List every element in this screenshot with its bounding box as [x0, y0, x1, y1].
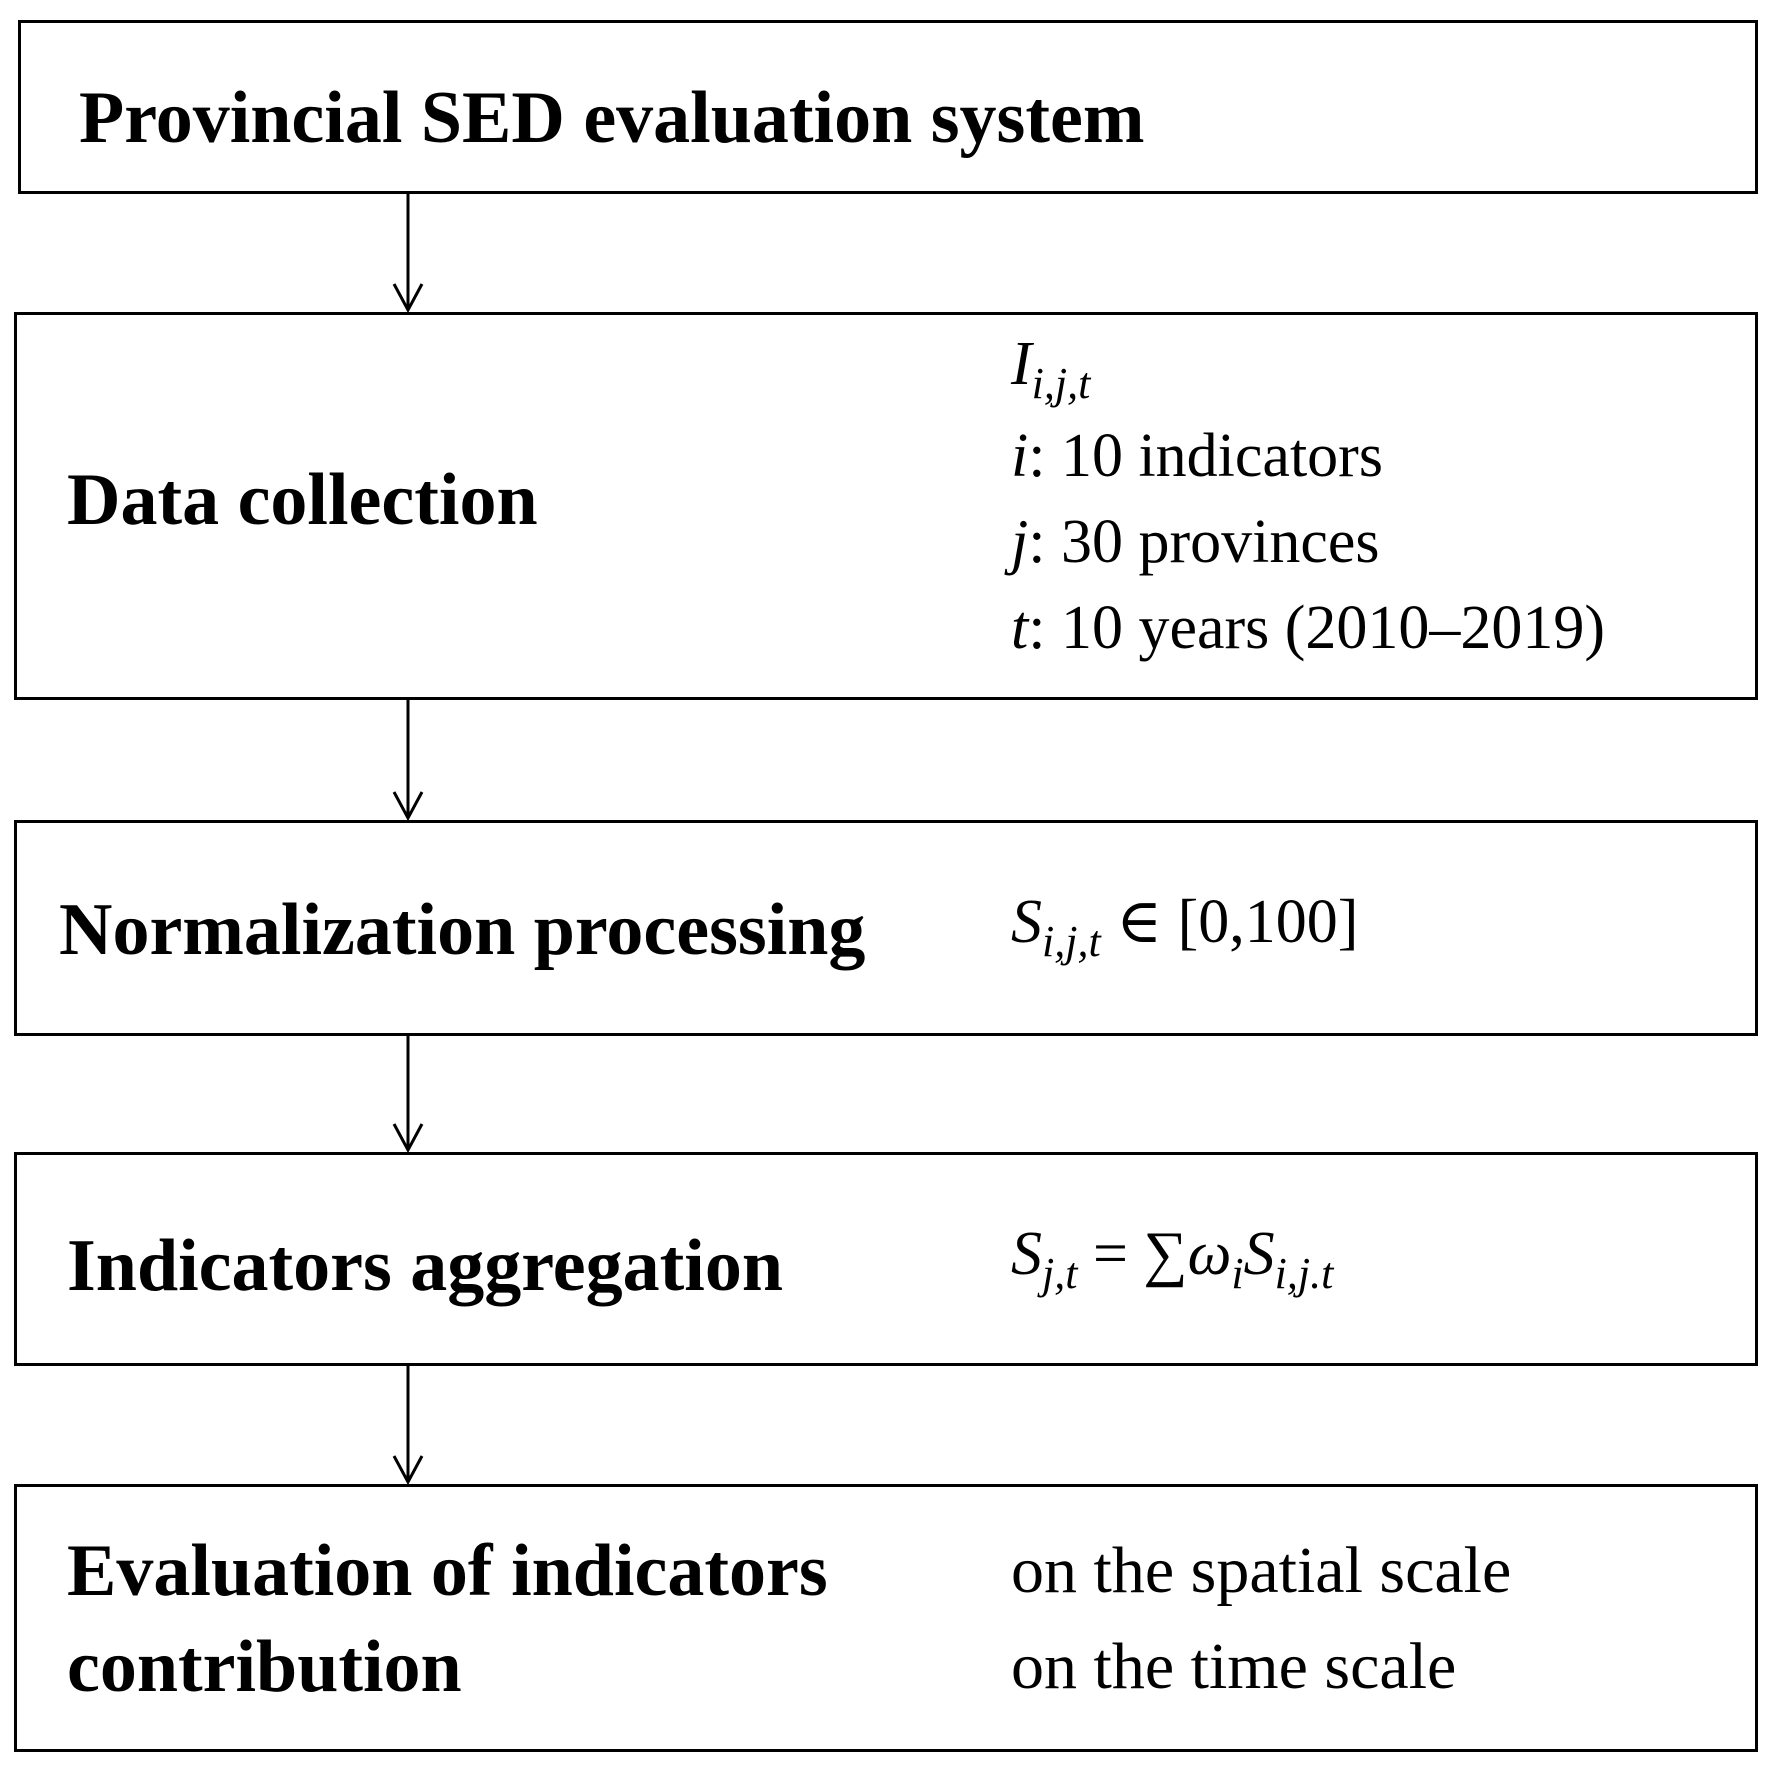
evaluation-label: Evaluation of indicators contribution: [67, 1530, 828, 1708]
aggregation-label: Indicators aggregation: [67, 1225, 784, 1307]
arrow-2: [392, 700, 424, 822]
data-collection-box: Data collection Ii,j,t i: 10 indicators …: [14, 312, 1758, 700]
data-collection-label: Data collection: [67, 459, 538, 541]
detail-line-years: t: 10 years (2010–2019): [1011, 594, 1606, 662]
arrow-1: [392, 194, 424, 314]
normalization-label: Normalization processing: [59, 889, 866, 971]
normalization-formula: Si,j,t ∈ [0,100]: [1011, 888, 1359, 966]
title-label: Provincial SED evaluation system: [79, 77, 1145, 159]
evaluation-detail: on the spatial scale on the time scale: [1011, 1523, 1511, 1715]
data-collection-detail: Ii,j,t i: 10 indicators j: 30 provinces …: [1011, 321, 1605, 671]
indicator-symbol: Ii,j,t: [1011, 330, 1091, 408]
normalization-box: Normalization processing Si,j,t ∈ [0,100…: [14, 820, 1758, 1036]
arrow-4: [392, 1366, 424, 1486]
arrow-3: [392, 1036, 424, 1154]
aggregation-formula: Sj,t = ∑ωiSi,j.t: [1011, 1220, 1334, 1298]
detail-line-provinces: j: 30 provinces: [1011, 508, 1380, 576]
detail-line-indicators: i: 10 indicators: [1011, 422, 1383, 490]
aggregation-box: Indicators aggregation Sj,t = ∑ωiSi,j.t: [14, 1152, 1758, 1366]
evaluation-box: Evaluation of indicators contribution on…: [14, 1484, 1758, 1752]
time-scale-line: on the time scale: [1011, 1630, 1457, 1703]
title-box: Provincial SED evaluation system: [18, 20, 1758, 194]
spatial-scale-line: on the spatial scale: [1011, 1534, 1512, 1607]
